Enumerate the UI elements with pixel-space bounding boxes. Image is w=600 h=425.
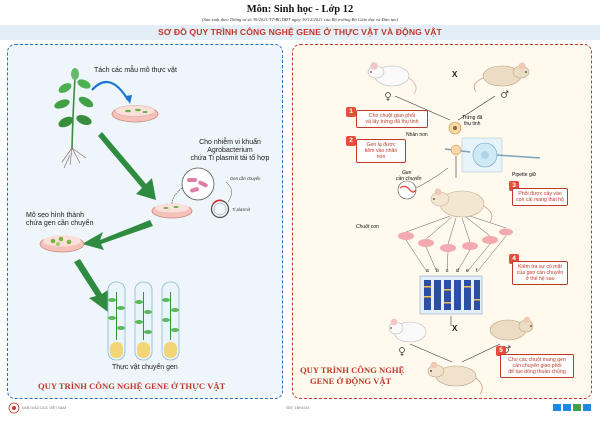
step-5-text-3: để tạo dòng thuần chủng <box>508 369 566 376</box>
step-5-text-1: Cho các chuột mang gen <box>508 356 566 363</box>
cross-symbol-bottom: X <box>452 324 458 333</box>
animal-caption-2: GENE Ở ĐỘNG VẬT <box>310 376 392 386</box>
egg-label-2: thụ tinh <box>464 121 481 127</box>
brown-mouse-icon <box>473 62 530 93</box>
step-4-box: Kiểm tra sự có mặt của gen cần chuyển ở … <box>512 261 568 285</box>
egg-label-1: Trứng đã <box>462 115 483 121</box>
step-1-badge: 1 <box>346 107 356 117</box>
agrobacterium-icon <box>171 167 215 205</box>
step-4-badge: 4 <box>509 254 519 264</box>
arrow-down-left-icon <box>82 220 153 250</box>
plasmid-label: Ti plasmit <box>232 207 250 212</box>
step-3-text-1: Phôi được cấy vào <box>518 190 562 197</box>
gene-label-2: cần chuyển <box>396 176 422 182</box>
step-2-text-1: Gen lạ được <box>366 141 396 148</box>
test-tubes-icon <box>107 281 180 361</box>
title-band <box>0 25 600 40</box>
step-3-text-2: con cái mang thai hộ <box>516 196 564 203</box>
step-5-text-2: cần chuyển giao phối <box>512 362 562 369</box>
product-code: SBT: 1BH1041 <box>286 406 310 410</box>
arrow-down-icon <box>98 132 156 200</box>
lane-a: a <box>426 268 429 274</box>
publisher-logo-icon <box>8 402 20 414</box>
step-1-box: Cho chuột giao phối và lấy trứng đã thụ … <box>356 110 428 128</box>
step-callus-label-2: chứa gen cần chuyển <box>26 220 94 227</box>
gene-label: Gen cần chuyển <box>230 176 261 181</box>
result-label: Thực vật chuyển gen <box>112 364 178 371</box>
brown-mouse-icon <box>489 316 534 341</box>
baby-label: Chuột con <box>356 224 379 230</box>
ti-plasmid-icon <box>210 199 230 219</box>
petri-dish-callus-icon <box>39 235 85 253</box>
step-4-text-2: của gen cần chuyển <box>516 269 564 276</box>
gene-label-1: Gen <box>402 170 412 176</box>
step-2-text-2: tiêm vào nhân non <box>364 147 398 161</box>
step-tissue-label: Tách các mẫu mô thực vật <box>94 67 177 74</box>
step-1-text-1: Cho chuột giao phối <box>368 112 416 119</box>
petri-dish-infection-icon <box>151 203 193 219</box>
legal-subtitle: (Sản xuất theo Thông tư số 39/2021/TT-BG… <box>201 17 398 22</box>
cross-symbol-top: X <box>452 70 458 79</box>
nucleus-label: Nhân non <box>406 132 428 138</box>
lane-c: c <box>446 268 449 274</box>
lane-d: d <box>456 268 459 274</box>
step-4-text-3: ở thế hệ sau <box>525 276 555 283</box>
step-1-text-2: và lấy trứng đã thụ tinh <box>365 118 419 125</box>
step-infect-label-3: chứa Ti plasmit tái tổ hợp <box>190 155 270 162</box>
step-infect-label-1: Cho nhiễm vi khuẩn <box>199 139 261 146</box>
lane-f: f <box>476 268 478 274</box>
pipette-label: Pipette giữ <box>512 172 537 178</box>
step-infect-label-2: Agrobacterium <box>207 147 253 154</box>
animal-caption-1: QUY TRÌNH CÔNG NGHỆ <box>300 365 405 375</box>
fertilized-egg-icon <box>448 121 462 135</box>
step-2-badge: 2 <box>346 136 356 146</box>
step-3-badge: 3 <box>509 181 519 191</box>
step-3-box: Phôi được cấy vào con cái mang thai hộ <box>512 188 568 206</box>
white-mouse-icon <box>388 318 427 343</box>
transgenic-mouse-icon <box>427 361 483 395</box>
plant-caption: QUY TRÌNH CÔNG NGHỆ GENE Ở THỰC VẬT <box>38 381 226 391</box>
microinjection-icon <box>444 142 541 168</box>
lane-e: e <box>466 268 469 274</box>
lane-b: b <box>436 268 439 274</box>
step-5-box: Cho các chuột mang gen cần chuyển giao p… <box>500 354 574 378</box>
subject-title: Môn: Sinh học - Lớp 12 <box>246 4 354 15</box>
gene-fragment-icon <box>397 180 417 200</box>
publisher-name: NXB GIÁO DỤC VIỆT NAM <box>22 406 67 410</box>
plant-seedling-icon <box>54 68 94 169</box>
step-5-badge: 5 <box>496 346 506 356</box>
surrogate-mouse-icon <box>430 188 493 223</box>
animal-panel <box>292 44 592 399</box>
injected-egg-icon <box>450 144 462 156</box>
step-4-text-1: Kiểm tra sự có mặt <box>518 263 562 270</box>
gel-electrophoresis-icon <box>419 275 483 315</box>
white-mouse-icon <box>367 62 417 95</box>
step-callus-label-1: Mô sẹo hình thành <box>26 212 84 219</box>
petri-dish-tissue-icon <box>111 105 159 123</box>
arrow-down-right-icon <box>74 259 108 312</box>
baby-mice-icon <box>398 228 513 252</box>
step-2-box: Gen lạ được tiêm vào nhân non <box>356 139 406 163</box>
main-title: SƠ ĐỒ QUY TRÌNH CÔNG NGHỆ GENE Ở THỰC VẬ… <box>158 27 442 37</box>
certification-logo-icon <box>553 404 591 411</box>
